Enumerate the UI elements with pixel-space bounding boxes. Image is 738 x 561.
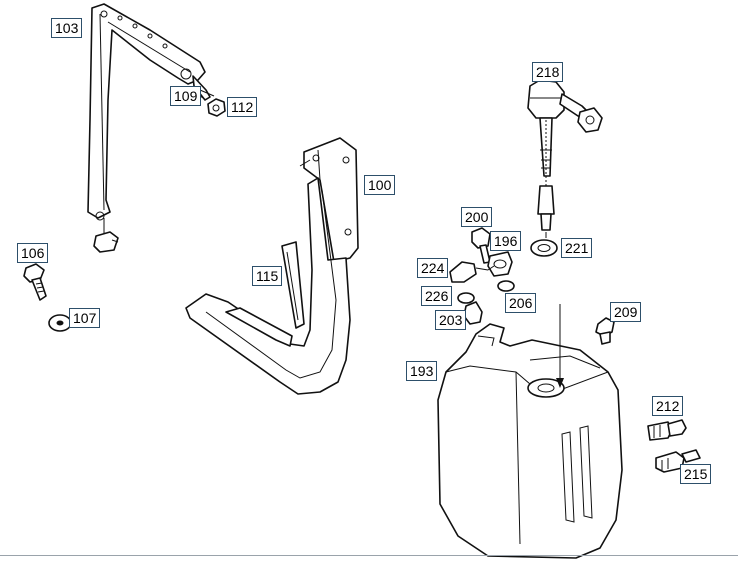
callout-112: 112 <box>227 97 258 117</box>
part-106-screw <box>23 263 47 301</box>
part-193-tank <box>437 323 623 559</box>
part-206-seal-ring <box>497 280 515 292</box>
part-112-nut <box>207 98 226 117</box>
callout-103: 103 <box>51 18 83 38</box>
part-209-fitting <box>595 317 615 345</box>
part-115-strap <box>185 177 351 395</box>
part-100-bracket <box>303 137 359 263</box>
callout-203: 203 <box>435 310 467 330</box>
callout-206: 206 <box>505 293 537 313</box>
callout-226: 226 <box>421 286 453 306</box>
bottom-divider <box>0 555 738 556</box>
part-200-banjo-bolt <box>471 227 491 264</box>
callout-107: 107 <box>69 308 101 328</box>
part-215-fitting <box>655 449 701 473</box>
part-212-fitting <box>647 419 687 441</box>
part-221-gasket <box>530 239 558 257</box>
callout-196: 196 <box>490 231 522 251</box>
part-107-washer <box>48 314 72 332</box>
callout-215: 215 <box>680 464 712 484</box>
callout-212: 212 <box>652 396 684 416</box>
callout-209: 209 <box>610 302 642 322</box>
callout-221: 221 <box>561 238 593 258</box>
callout-115: 115 <box>252 266 283 286</box>
part-109-bolt <box>192 75 211 101</box>
callout-100: 100 <box>364 175 396 195</box>
leader-lines <box>111 89 564 388</box>
part-224-clip <box>449 261 489 283</box>
part-203-union <box>463 301 483 325</box>
part-218-fuel-sender <box>527 79 603 231</box>
callout-106: 106 <box>17 243 49 263</box>
part-103-bracket-arm <box>87 3 206 253</box>
part-226-seal-ring <box>457 292 475 304</box>
callout-224: 224 <box>417 258 449 278</box>
callout-218: 218 <box>532 62 564 82</box>
part-196-fitting <box>487 251 513 277</box>
callout-109: 109 <box>170 86 202 106</box>
callout-200: 200 <box>461 207 493 227</box>
callout-193: 193 <box>406 361 438 381</box>
